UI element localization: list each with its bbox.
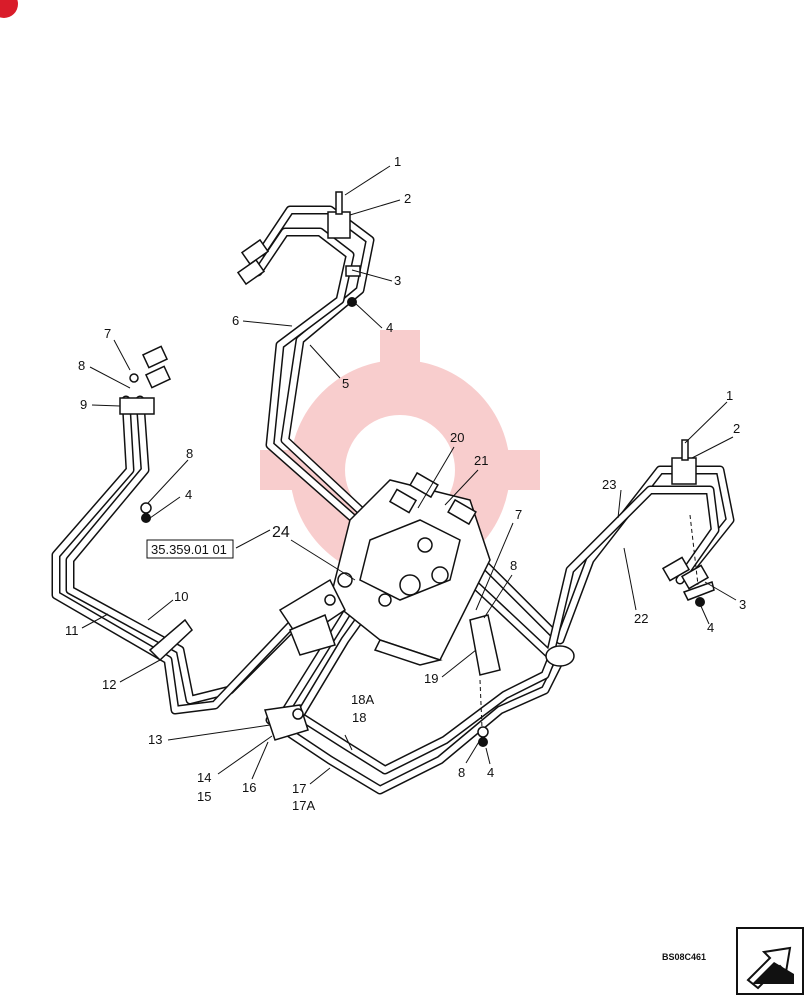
gear-watermark [260,330,540,610]
callout-12: 12 [102,677,116,692]
control-valve-block [278,479,501,676]
callout-7: 7 [515,507,522,522]
callout-17: 17 [292,781,306,796]
callout-6: 6 [232,313,239,328]
callout-16: 16 [242,780,256,795]
callout-18a: 18A [351,692,374,707]
callout-22: 22 [634,611,648,626]
callout-5: 5 [342,376,349,391]
callout-3: 3 [739,597,746,612]
fittings [119,191,715,747]
callout-8: 8 [510,558,517,573]
callout-20: 20 [450,430,464,445]
callout-21: 21 [474,453,488,468]
callout-17a: 17A [292,798,315,813]
callout-10: 10 [174,589,188,604]
reference-code-text: 35.359.01 01 [151,542,227,557]
callout-7: 7 [104,326,111,341]
callout-3: 3 [394,273,401,288]
callout-14: 14 [197,770,211,785]
callout-4: 4 [185,487,192,502]
callout-2: 2 [733,421,740,436]
callout-19: 19 [424,671,438,686]
callout-11: 11 [65,623,79,638]
callout-18: 18 [352,710,366,725]
callout-4: 4 [386,320,393,335]
callout-8: 8 [78,358,85,373]
callout-23: 23 [602,477,616,492]
callout-2: 2 [404,191,411,206]
part-labels: 1 2 3 4 5 6 7 8 9 8 4 10 11 12 13 14 15 … [65,154,746,813]
callout-1: 1 [394,154,401,169]
callout-13: 13 [148,732,162,747]
callout-8: 8 [186,446,193,461]
corner-logo-icon [0,0,18,18]
reference-code: 35.359.01 01 [146,539,234,559]
callout-24: 24 [272,524,290,541]
next-page-arrow-icon[interactable] [736,927,804,995]
callout-8: 8 [458,765,465,780]
leader-lines [81,165,737,785]
bracket-19 [469,614,501,676]
callout-1: 1 [726,388,733,403]
callout-9: 9 [80,397,87,412]
drawing-number: BS08C461 [662,952,706,962]
callout-4: 4 [707,620,714,635]
callout-4: 4 [487,765,494,780]
callout-15: 15 [197,789,211,804]
